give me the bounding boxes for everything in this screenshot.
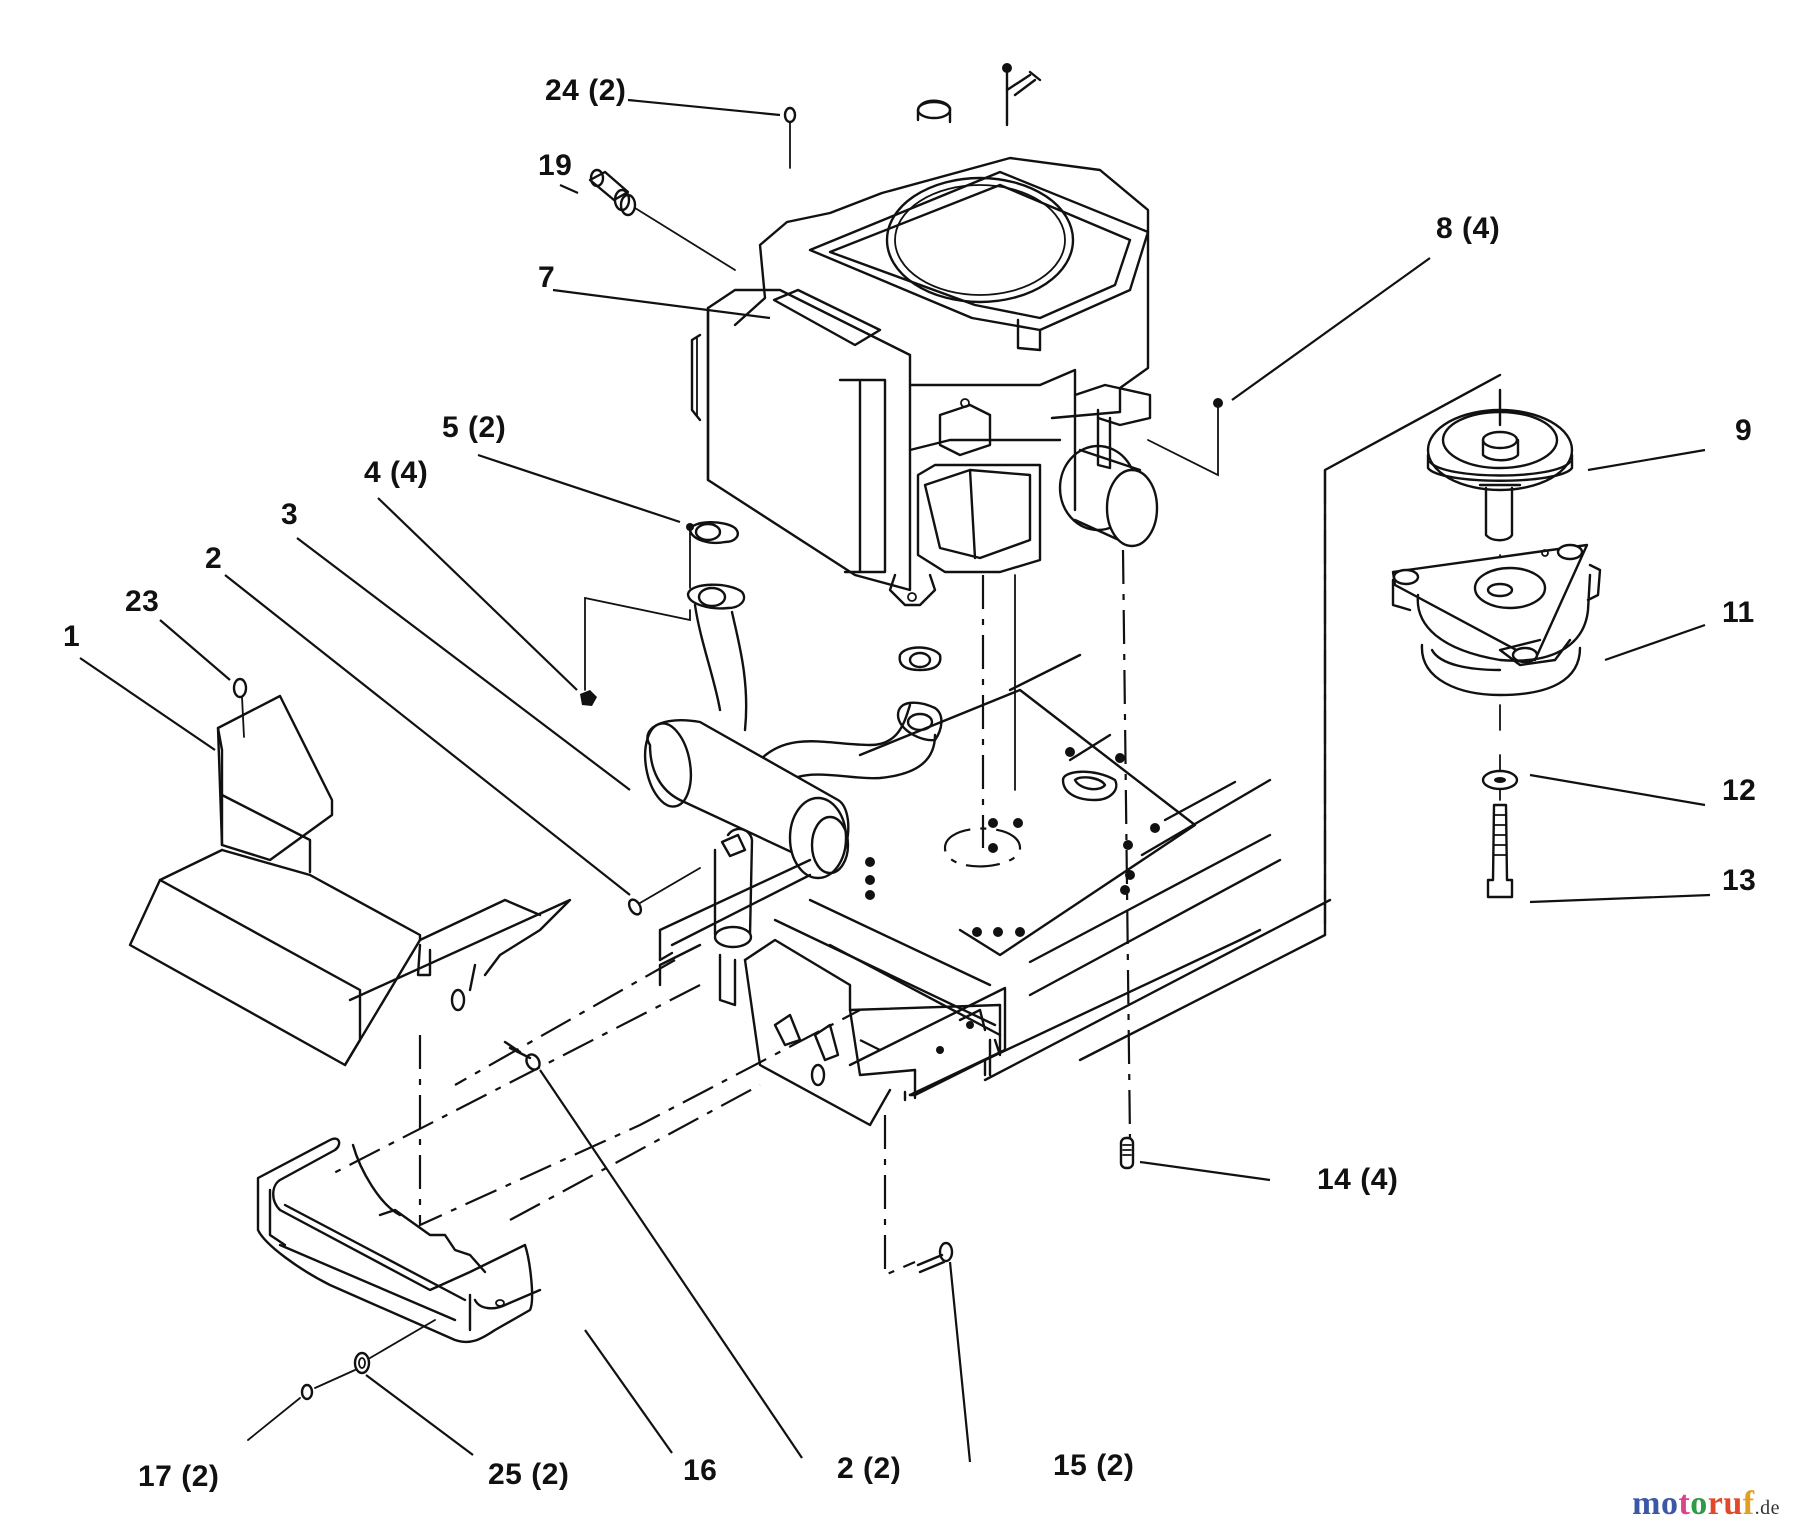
callout-14[interactable]: 14 (4) (1317, 1163, 1398, 1196)
logo-letter: t (1678, 1485, 1691, 1522)
muffler-part-3[interactable] (639, 603, 943, 949)
pulley-part-9[interactable] (1426, 388, 1574, 581)
logo-letter: f (1742, 1485, 1755, 1522)
logo-letter: r (1707, 1485, 1724, 1522)
bumper-part-16[interactable] (256, 1137, 542, 1344)
logo-letter: o (1660, 1485, 1679, 1522)
callout-2[interactable]: 2 (205, 542, 222, 575)
callout-23[interactable]: 23 (125, 585, 159, 618)
callout-15[interactable]: 15 (2) (1053, 1449, 1134, 1482)
washer-axis-line (247, 1319, 436, 1441)
callout-12[interactable]: 12 (1722, 774, 1756, 807)
engine-part-7[interactable] (690, 99, 1159, 607)
motoruf-logo[interactable]: motoruf.de (1632, 1485, 1780, 1523)
gasket-part-5[interactable] (686, 521, 942, 672)
assembly-axes (329, 549, 1132, 1277)
callout-13[interactable]: 13 (1722, 864, 1756, 897)
callout-25[interactable]: 25 (2) (488, 1458, 569, 1491)
screw-part-23[interactable] (232, 677, 248, 738)
washer-part-12[interactable] (1481, 754, 1519, 801)
bolt-part-13[interactable] (1486, 803, 1514, 899)
callout-11[interactable]: 11 (1722, 596, 1755, 629)
decal-icon (772, 288, 882, 347)
callout-2-2[interactable]: 2 (2) (837, 1452, 901, 1485)
callout-17[interactable]: 17 (2) (138, 1460, 219, 1493)
callout-16[interactable]: 16 (683, 1454, 717, 1487)
logo-letter: o (1690, 1485, 1708, 1522)
nut-part-8[interactable] (1147, 398, 1223, 477)
fitting-part-19[interactable] (588, 168, 736, 271)
dipstick-pin-part[interactable] (1002, 63, 1042, 127)
callout-19[interactable]: 19 (538, 149, 572, 182)
callout-8[interactable]: 8 (4) (1436, 212, 1500, 245)
screw-part-2[interactable] (627, 867, 701, 916)
chassis-frame-lines (983, 373, 1502, 1082)
engine-mount-plate (658, 653, 1272, 1127)
clutch-part-11[interactable] (1391, 543, 1602, 731)
leader-lines (79, 98, 1711, 1463)
callout-labels: 24 (2) 19 7 8 (4) 9 5 (2) 4 (4) 3 2 23 1… (63, 74, 1756, 1493)
screw-part-24[interactable] (783, 106, 797, 169)
bolt-part-14[interactable] (1119, 1136, 1135, 1170)
callout-5[interactable]: 5 (2) (442, 411, 506, 444)
callout-4[interactable]: 4 (4) (364, 456, 428, 489)
callout-9[interactable]: 9 (1735, 414, 1752, 447)
logo-letter: m (1632, 1485, 1661, 1522)
callout-1[interactable]: 1 (63, 620, 80, 653)
bolt-part-15[interactable] (916, 1241, 954, 1274)
callout-7[interactable]: 7 (538, 261, 555, 294)
logo-suffix: .de (1754, 1497, 1780, 1519)
nut-part-4[interactable] (580, 596, 691, 706)
callout-3[interactable]: 3 (281, 498, 298, 531)
shield-part-1[interactable] (128, 694, 572, 1067)
washer-part-25[interactable] (353, 1351, 371, 1375)
callout-24[interactable]: 24 (2) (545, 74, 626, 107)
nut-part-17[interactable] (300, 1383, 314, 1401)
logo-letter: u (1723, 1485, 1743, 1522)
screw-part-2-lower[interactable] (503, 1040, 542, 1072)
